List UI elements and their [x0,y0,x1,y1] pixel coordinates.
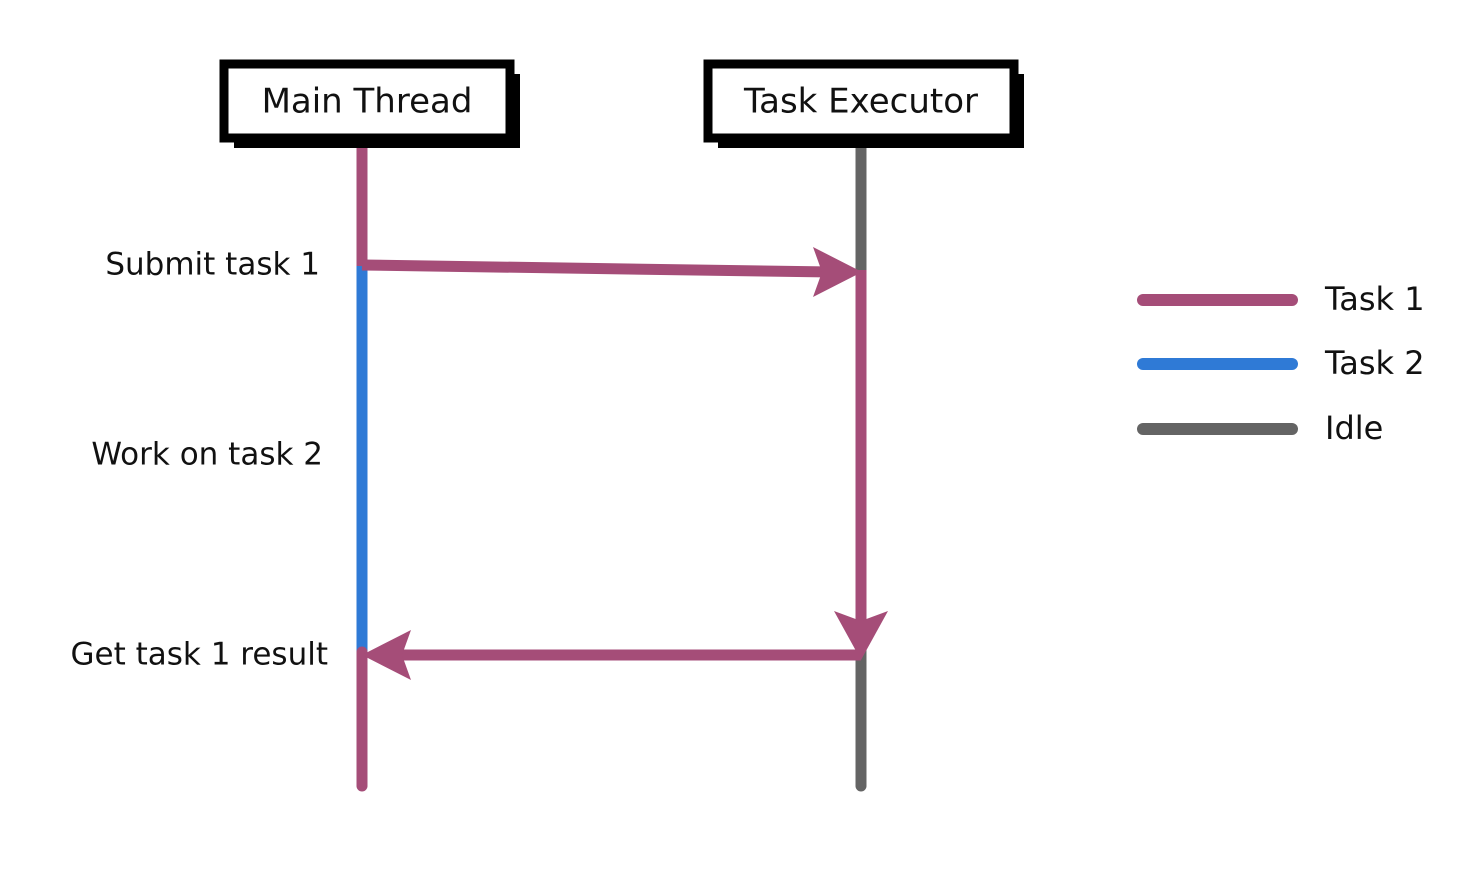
executor-complete-arrowhead [834,611,888,660]
message-submit-task-1-arrowhead [813,247,862,297]
legend-item-task-2[interactable]: Task 2 [1137,344,1425,382]
participant-task-executor[interactable]: Task Executor [703,59,1024,148]
message-executor-complete [834,611,888,660]
participant-task-executor-label: Task Executor [743,82,978,122]
message-get-task-1-result-arrowhead [362,630,411,680]
message-submit-task-1 [361,247,862,297]
participant-task-executor-box [703,59,1019,143]
legend: Task 1 Task 2 Idle [1137,280,1425,447]
legend-item-task-1[interactable]: Task 1 [1137,280,1425,318]
legend-label-task-2: Task 2 [1324,344,1425,382]
message-submit-task-1-line [361,259,833,278]
participant-main-thread-label: Main Thread [262,82,473,122]
legend-label-idle: Idle [1325,409,1383,447]
legend-label-task-1: Task 1 [1324,280,1425,318]
participant-main-thread[interactable]: Main Thread [219,59,520,148]
participant-main-thread-box [219,59,515,143]
message-label-submit-task-1: Submit task 1 [105,247,320,283]
message-get-task-1-result [362,630,861,680]
message-label-get-task-1-result: Get task 1 result [71,637,329,673]
legend-item-idle[interactable]: Idle [1137,409,1383,447]
message-label-work-on-task-2: Work on task 2 [91,437,323,473]
lifelines-group [356,135,867,792]
